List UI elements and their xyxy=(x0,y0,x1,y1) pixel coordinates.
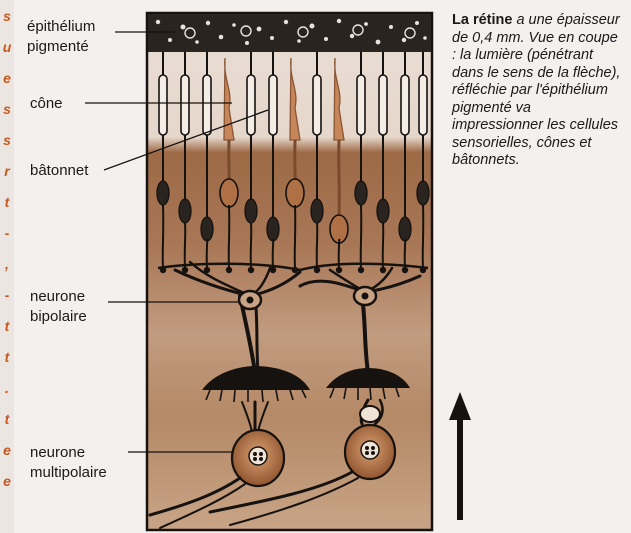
receptor-terminal xyxy=(248,267,254,273)
rod-outer-segment xyxy=(181,75,189,135)
receptor-terminal xyxy=(380,267,386,273)
receptor-axon xyxy=(251,223,252,268)
rod-cell-body xyxy=(399,217,411,241)
light-direction-arrow-icon xyxy=(449,392,471,520)
rod-cell-body xyxy=(201,217,213,241)
label-bipolar-line1: neurone xyxy=(30,288,85,306)
caption-title: La rétine xyxy=(452,12,512,28)
pigmented-epithelium-band xyxy=(148,14,431,52)
receptor-axon xyxy=(229,205,230,268)
receptor-axon xyxy=(383,223,384,268)
cone-cell-body xyxy=(220,179,238,207)
label-epithelium: épithélium xyxy=(27,18,95,36)
caption-body: a une épaisseur de 0,4 mm. Vue en coupe … xyxy=(452,12,620,168)
receptor-terminal xyxy=(336,267,342,273)
rod-cell-body xyxy=(355,181,367,205)
label-multipolar-line2: multipolaire xyxy=(30,464,107,482)
rod-outer-segment xyxy=(419,75,427,135)
rod-cell-body xyxy=(417,181,429,205)
label-rod: bâtonnet xyxy=(30,162,88,180)
rod-cell-body xyxy=(179,199,191,223)
label-cone: cône xyxy=(30,95,63,113)
receptor-axon xyxy=(423,205,424,268)
rod-outer-segment xyxy=(203,75,211,135)
receptor-axon xyxy=(185,223,186,268)
rod-outer-segment xyxy=(357,75,365,135)
receptor-terminal xyxy=(226,267,232,273)
cone-fiber xyxy=(339,140,340,221)
rod-cell-body xyxy=(267,217,279,241)
rod-outer-segment xyxy=(269,75,277,135)
receptor-terminal xyxy=(358,267,364,273)
rod-cell-body xyxy=(157,181,169,205)
receptor-axon xyxy=(163,205,164,268)
rod-cell-body xyxy=(377,199,389,223)
rod-cell-body xyxy=(245,199,257,223)
rod-outer-segment xyxy=(401,75,409,135)
receptor-axon xyxy=(295,205,296,268)
receptor-axon xyxy=(273,240,274,268)
cone-cell-body xyxy=(286,179,304,207)
receptor-axon xyxy=(317,223,318,268)
rod-outer-segment xyxy=(379,75,387,135)
rod-outer-segment xyxy=(247,75,255,135)
rod-cell-body xyxy=(311,199,323,223)
rod-outer-segment xyxy=(159,75,167,135)
label-multipolar-line1: neurone xyxy=(30,444,85,462)
receptor-terminal xyxy=(402,267,408,273)
label-bipolar-line2: bipolaire xyxy=(30,308,87,326)
receptor-axon xyxy=(405,240,406,268)
label-pigmented: pigmenté xyxy=(27,38,89,56)
receptor-axon xyxy=(361,205,362,268)
caption-text: La rétine a une épaisseur de 0,4 mm. Vue… xyxy=(452,12,622,170)
rod-outer-segment xyxy=(313,75,321,135)
